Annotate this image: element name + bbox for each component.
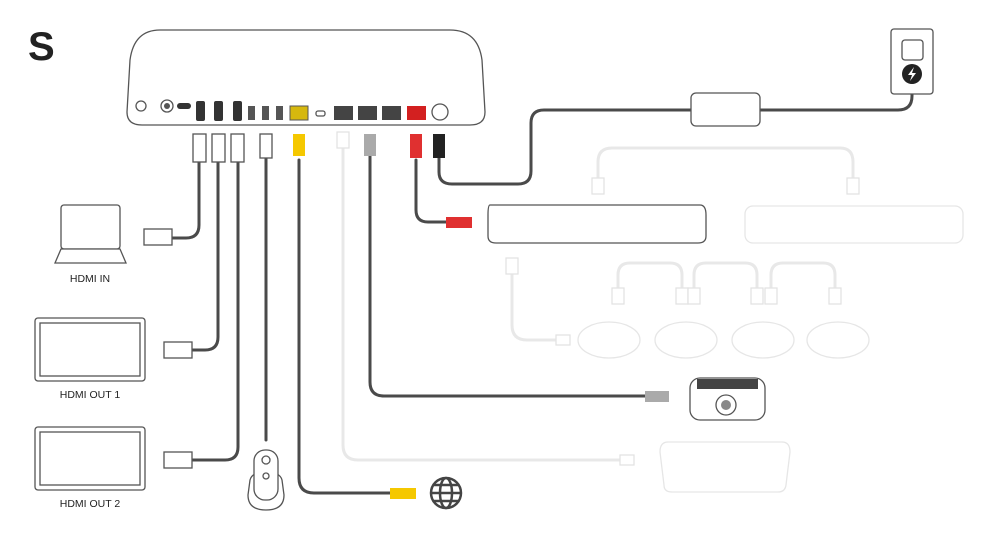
cables <box>170 78 914 495</box>
power-port <box>431 103 449 121</box>
camera-plug <box>645 391 669 402</box>
secondary-soundbar <box>744 205 964 244</box>
display-1-icon <box>34 317 146 382</box>
network-port <box>289 105 309 121</box>
soundbar-icon <box>487 204 707 244</box>
wall-outlet-icon <box>890 28 934 95</box>
hdmi-plug-laptop <box>143 228 173 246</box>
hdmi-out-2-port <box>233 101 242 121</box>
hdmi-plug-display-2 <box>163 451 193 469</box>
touch-controller <box>659 441 791 493</box>
microphone-pods <box>577 321 870 359</box>
brand-logo: S <box>28 25 55 69</box>
power-adapter <box>690 92 761 127</box>
soundbar-plug <box>446 217 472 228</box>
laptop-icon <box>54 204 127 264</box>
camera-icon <box>689 377 766 421</box>
hub-device <box>126 29 486 126</box>
globe-icon <box>429 476 463 510</box>
hdmi-out-1-port <box>214 101 223 121</box>
hdmi-plug-display-1 <box>163 341 193 359</box>
hdmi-out-2-label: HDMI OUT 2 <box>60 498 121 510</box>
faded-plugs <box>336 131 860 466</box>
hdmi-out-1-label: HDMI OUT 1 <box>60 389 121 401</box>
hdmi-in-port <box>196 101 205 121</box>
table-hub-port <box>407 106 426 120</box>
display-2-icon <box>34 426 146 491</box>
hub-plugs <box>192 133 445 163</box>
network-plug <box>390 488 416 499</box>
hdmi-in-label: HDMI IN <box>70 273 110 285</box>
remote-control-icon <box>247 449 285 511</box>
faded-cables <box>341 138 855 462</box>
